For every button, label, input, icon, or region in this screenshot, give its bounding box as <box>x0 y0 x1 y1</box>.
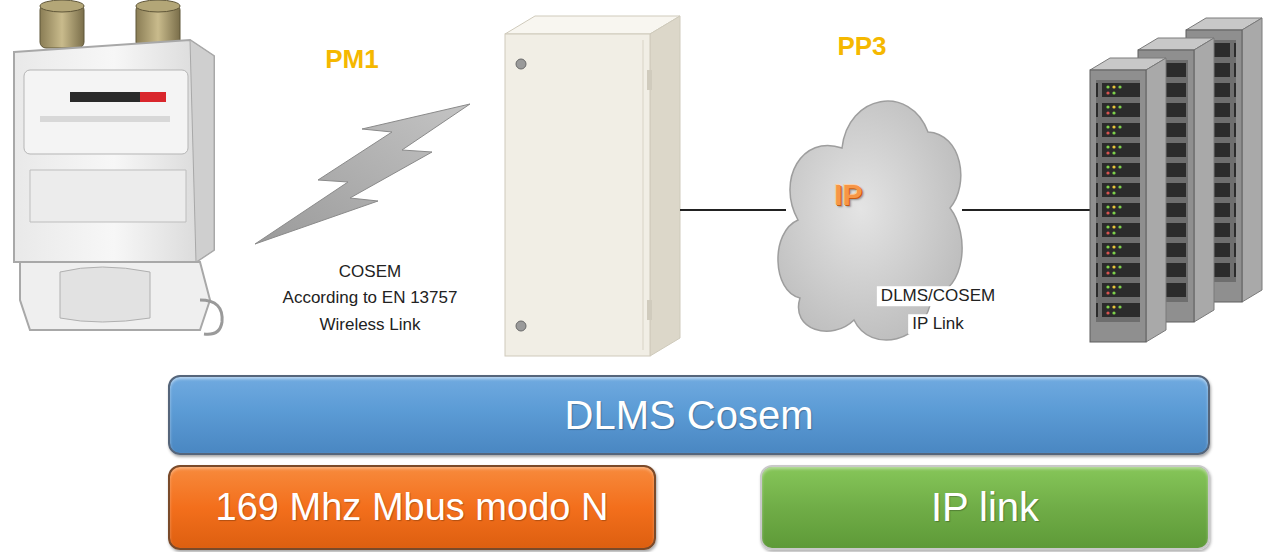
link-note: COSEM <box>339 262 401 282</box>
bar-label: 169 Mhz Mbus modo N <box>216 486 609 529</box>
bar-label: DLMS Cosem <box>565 393 814 438</box>
cloud-label: IP <box>834 178 862 212</box>
gas-meter <box>14 0 222 334</box>
link-note: IP Link <box>908 314 968 334</box>
link-note: According to EN 13757 <box>283 288 458 308</box>
rack-side <box>1194 38 1214 322</box>
meter-slot <box>40 116 170 122</box>
meter-body <box>14 40 214 262</box>
wireless-bolt <box>255 104 470 244</box>
cabinet-door <box>505 34 650 356</box>
meter-label-plate <box>30 170 186 222</box>
server-racks <box>1090 18 1262 342</box>
cabinet-hinge-line <box>643 40 644 350</box>
cabinet-lock <box>516 59 526 69</box>
meter-side <box>190 40 214 262</box>
link-note: DLMS/COSEM <box>877 286 999 306</box>
protocol-bar: IP link <box>760 465 1210 550</box>
meter-panel <box>24 70 188 154</box>
link-wire <box>962 209 1090 211</box>
concentrator-cabinet <box>505 16 680 356</box>
meter-module <box>60 267 150 322</box>
protocol-bar: 169 Mhz Mbus modo N <box>168 465 656 550</box>
bar-label: IP link <box>931 485 1039 530</box>
meter-fitting-top <box>136 0 180 12</box>
meter-counter <box>70 92 166 102</box>
link-wire <box>680 209 786 211</box>
link-note: Wireless Link <box>319 315 420 335</box>
link-point-label: PP3 <box>837 32 886 62</box>
server-rack <box>1090 58 1166 342</box>
protocol-bar: DLMS Cosem <box>168 375 1210 455</box>
cabinet-hinge <box>647 300 652 320</box>
rack-side <box>1242 18 1262 302</box>
meter-cable <box>200 300 222 334</box>
rack-front <box>1090 70 1146 342</box>
meter-counter-red <box>140 92 166 102</box>
rack-side <box>1146 58 1166 342</box>
cabinet-side <box>650 16 680 356</box>
cabinet-lock <box>516 321 526 331</box>
meter-fitting-top <box>40 0 84 12</box>
rack-slots <box>1096 80 1140 322</box>
link-point-label: PM1 <box>325 45 378 75</box>
cabinet-hinge <box>647 70 652 90</box>
meter-lower-cover <box>20 262 210 330</box>
